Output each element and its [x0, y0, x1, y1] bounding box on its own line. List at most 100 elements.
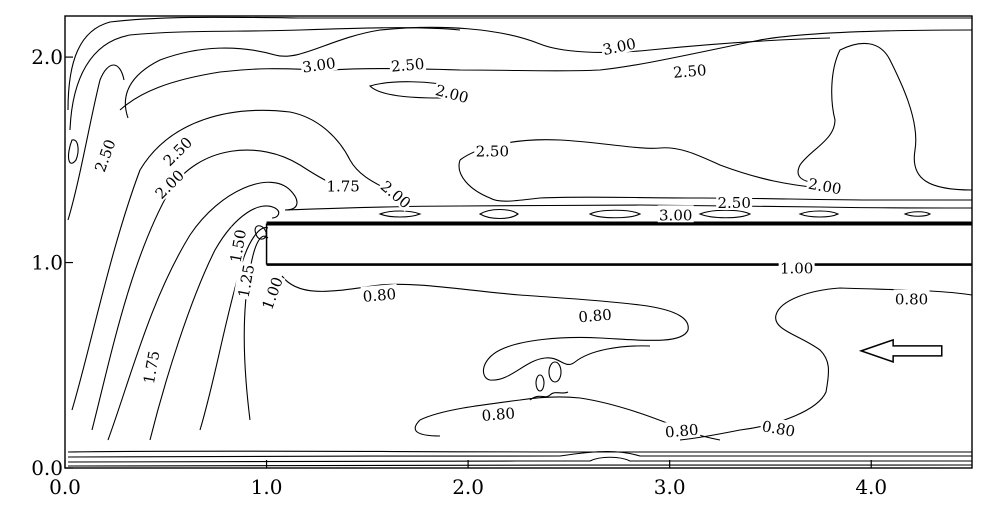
contour-label: 2.00 — [805, 173, 845, 199]
contour-label-bg — [657, 205, 694, 223]
contour-line — [414, 419, 441, 437]
plot-frame — [64, 15, 973, 469]
flow-direction-arrow — [858, 338, 943, 363]
axes: 0.0 1.0 2.0 3.0 4.0 0.0 1.0 2.0 — [31, 15, 973, 499]
contour-label: 2.50 — [158, 131, 196, 170]
contour-label: 0.80 — [576, 304, 614, 326]
contour-label: 3.00 — [657, 205, 694, 224]
contour-label-text: 0.80 — [481, 404, 516, 425]
contour-label-bg — [479, 403, 517, 424]
contour-line — [91, 149, 361, 431]
x-tick-label: 1.0 — [251, 475, 283, 499]
contour-label-bg — [474, 141, 511, 159]
y-tick-label: 0.0 — [31, 456, 63, 480]
contour-label-text: 0.80 — [895, 291, 928, 309]
contour-line — [284, 204, 973, 211]
contour-line — [67, 464, 973, 467]
contour-label-bg — [778, 258, 815, 276]
contour-label: 1.00 — [257, 273, 287, 313]
contour-label: 0.80 — [893, 289, 930, 309]
contour-label: 1.75 — [325, 176, 362, 196]
contour-label-text: 0.80 — [760, 417, 796, 441]
x-tick-label: 2.0 — [452, 475, 484, 499]
contour-label-bg — [432, 79, 472, 106]
contour-label-bg — [576, 304, 614, 325]
contour-label: 0.80 — [662, 419, 701, 442]
contour-line — [67, 450, 972, 458]
contour-line — [378, 210, 422, 218]
contour-label-text: 1.75 — [140, 349, 164, 385]
contour-label: 2.50 — [388, 53, 427, 76]
contour-label-text: 3.00 — [601, 35, 637, 60]
contour-label-bg — [377, 175, 416, 212]
contour-label-text: 0.80 — [664, 421, 699, 442]
y-tick-label: 2.0 — [31, 45, 63, 69]
contour-line — [71, 109, 393, 411]
contour-label-text: 2.50 — [672, 61, 707, 82]
contour-label-bg — [388, 53, 427, 74]
x-tick-label: 0.0 — [49, 475, 81, 499]
contour-label-bg — [158, 131, 196, 170]
contour-line — [458, 159, 972, 202]
contour-line — [107, 181, 298, 441]
contour-label: 1.50 — [225, 226, 251, 266]
contour-line — [679, 287, 973, 441]
contour-line — [67, 450, 972, 453]
contour-label-text: 1.50 — [227, 228, 251, 264]
contour-line — [119, 29, 973, 111]
contour-label: 0.80 — [479, 403, 517, 425]
contour-lines — [67, 16, 973, 467]
contour-label-text: 1.00 — [780, 260, 813, 278]
contour-label: 3.00 — [299, 52, 338, 77]
contour-label: 2.50 — [474, 141, 511, 161]
contour-label-bg — [716, 192, 753, 210]
contour-line — [199, 227, 269, 431]
contour-label: 1.75 — [138, 347, 164, 387]
contour-label-text: 1.25 — [235, 263, 259, 299]
contour-line — [797, 42, 973, 191]
contour-label-bg — [138, 347, 162, 387]
x-tick-label: 4.0 — [855, 475, 887, 499]
contour-label-bg — [671, 59, 709, 81]
contour-label-text: 2.50 — [390, 55, 425, 76]
contour-label: 2.00 — [150, 164, 188, 203]
splitter-plate — [265, 221, 972, 266]
contour-line — [281, 275, 689, 381]
contour-label-text: 2.00 — [434, 81, 471, 107]
contour-label-bg — [233, 261, 257, 300]
contour-label-text: 2.00 — [807, 175, 843, 199]
contour-label-text: 1.75 — [326, 178, 359, 196]
contour-label: 1.00 — [778, 258, 815, 278]
contour-line — [67, 139, 79, 164]
x-tick-label: 3.0 — [654, 475, 686, 499]
contour-label-text: 0.80 — [578, 306, 613, 327]
contour-line — [67, 456, 972, 463]
contour-label-text: 3.00 — [659, 206, 692, 224]
contour-label-bg — [299, 52, 338, 75]
contour-line — [478, 208, 519, 220]
contour-line — [459, 139, 821, 189]
contour-line — [548, 361, 562, 383]
contour-label: 0.80 — [360, 283, 398, 306]
y-tick-label: 1.0 — [31, 251, 63, 275]
contour-label-bg — [805, 173, 845, 197]
contour-label-text: 2.50 — [717, 194, 750, 212]
contour-label-text: 2.50 — [91, 137, 119, 175]
contour-label-bg — [225, 226, 249, 266]
contour-label: 2.00 — [432, 79, 472, 107]
contour-label: 3.00 — [599, 33, 639, 60]
contour-label-text: 0.80 — [362, 285, 397, 306]
contour-line — [67, 16, 972, 111]
contour-label-bg — [89, 135, 119, 176]
contour-label-bg — [257, 273, 286, 313]
contour-label-bg — [662, 419, 701, 440]
contour-label: 2.50 — [716, 192, 753, 212]
contour-line — [588, 209, 642, 219]
contour-label-bg — [150, 164, 188, 203]
contour-label-bg — [599, 33, 639, 58]
contour-line — [124, 26, 831, 119]
contour-line — [698, 209, 752, 219]
contour-label: 1.25 — [233, 261, 259, 300]
